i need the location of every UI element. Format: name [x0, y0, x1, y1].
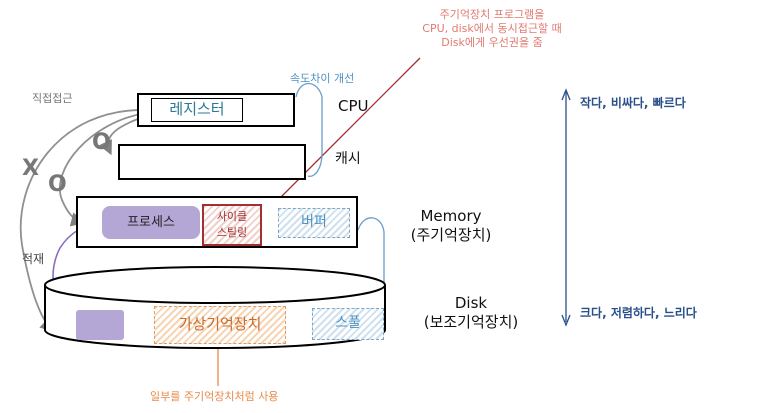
buffer-label: 버퍼	[301, 214, 327, 230]
priority-note-line-2: CPU, disk에서 동시접근할 때	[422, 22, 562, 35]
register-to-memory-arrow	[59, 112, 147, 227]
cycle-stealing-line-1: 사이클	[216, 210, 248, 223]
memory-title: Memory	[420, 207, 482, 225]
memory-subtitle: (주기억장치)	[410, 226, 492, 244]
cpu-cache-loop	[295, 82, 323, 177]
virtual-memory-block: 가상기억장치	[154, 306, 286, 344]
process-block: 프로세스	[102, 206, 200, 239]
disk-subtitle: (보조기억장치)	[423, 313, 519, 331]
x-mark: X	[22, 156, 39, 181]
disk-title: Disk	[454, 294, 488, 312]
spool-block: 스풀	[312, 308, 384, 340]
priority-note-line-3: Disk에게 우선권을 줌	[441, 36, 543, 49]
memory-label: Memory (주기억장치)	[392, 207, 510, 245]
register-to-disk-arrow	[19, 109, 147, 333]
cycle-stealing-block: 사이클 스틸링	[202, 204, 262, 246]
disk-load-block	[76, 310, 124, 340]
priority-note-line-1: 주기억장치 프로그램을	[439, 8, 545, 21]
buffer-block: 버퍼	[278, 208, 350, 238]
cache-box	[118, 144, 306, 180]
register-label: 레지스터	[169, 100, 225, 118]
o-mark-cache: O	[92, 130, 111, 155]
priority-note: 주기억장치 프로그램을 CPU, disk에서 동시접근할 때 Disk에게 우…	[392, 8, 592, 50]
cache-label: 캐시	[335, 151, 361, 167]
speed-top-label: 작다, 비싸다, 빠르다	[580, 96, 686, 110]
virtual-memory-label: 가상기억장치	[178, 315, 262, 333]
speed-gap-note: 속도차이 개선	[290, 72, 355, 85]
direct-access-note: 직접접근	[32, 92, 73, 105]
register-label-frame: 레지스터	[151, 98, 243, 122]
usage-note: 일부를 주기억장치처럼 사용	[150, 390, 279, 403]
spool-label: 스풀	[335, 315, 361, 331]
speed-bottom-label: 크다, 저렴하다, 느리다	[580, 306, 697, 320]
cpu-label: CPU	[338, 97, 369, 115]
memory-box: 프로세스 사이클 스틸링 버퍼	[76, 196, 358, 248]
load-note: 적재	[22, 252, 45, 266]
cycle-stealing-line-2: 스틸링	[216, 226, 248, 239]
disk-label: Disk (보조기억장치)	[406, 294, 536, 332]
register-box: 레지스터	[137, 93, 295, 127]
process-label: 프로세스	[127, 215, 175, 230]
priority-line	[255, 57, 421, 223]
o-mark-memory: O	[48, 172, 67, 197]
